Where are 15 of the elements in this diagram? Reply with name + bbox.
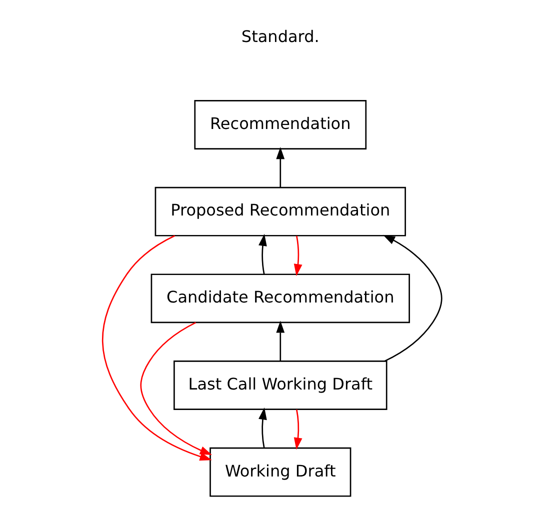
arrow <box>258 408 267 448</box>
arrow <box>102 235 212 461</box>
arrow <box>294 409 302 450</box>
node-box: Working Draft <box>210 447 352 497</box>
node-box: Proposed Recommendation <box>154 186 406 236</box>
arrow <box>258 234 267 274</box>
arrow <box>276 320 285 361</box>
node-box: Recommendation <box>194 100 367 150</box>
arrow <box>382 234 442 362</box>
node-box: Candidate Recommendation <box>150 274 410 324</box>
label: Standard. <box>241 27 320 46</box>
arrow <box>276 147 285 188</box>
node-box: Last Call Working Draft <box>174 360 388 410</box>
arrow <box>140 322 212 456</box>
arrow <box>294 236 302 276</box>
